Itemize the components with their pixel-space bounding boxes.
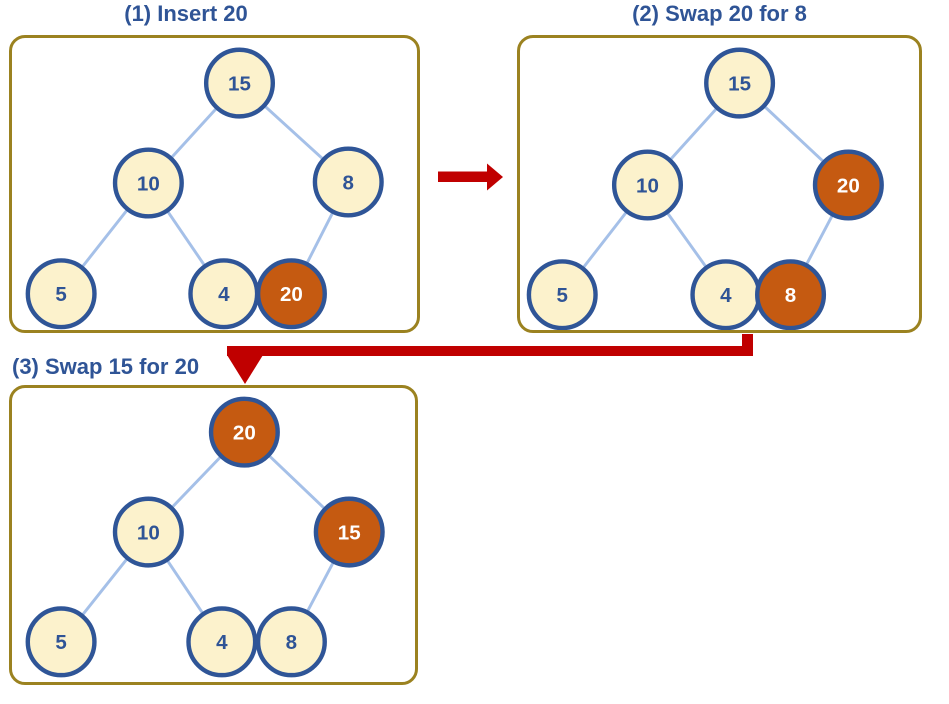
tree-node-label: 15 xyxy=(338,521,361,544)
tree-node-10: 10 xyxy=(611,149,683,221)
tree-node-label: 4 xyxy=(720,284,732,307)
tree-node-label: 10 xyxy=(137,521,160,544)
panel-step-2-title: (2) Swap 20 for 8 xyxy=(632,1,807,26)
panel-step-2-box: 15 10 20 5 4 8 xyxy=(517,35,922,333)
tree-node-20-highlighted: 20 xyxy=(208,396,280,468)
tree-node-10: 10 xyxy=(112,496,184,568)
tree-node-label: 10 xyxy=(636,174,659,197)
tree-node-15-highlighted: 15 xyxy=(313,496,385,568)
tree-node-20-highlighted: 20 xyxy=(812,149,884,221)
panel-step-2-tree-svg: 15 10 20 5 4 8 xyxy=(526,47,884,330)
tree-node-label: 8 xyxy=(286,631,297,654)
tree-node-8-highlighted: 8 xyxy=(755,259,827,330)
tree-node-5: 5 xyxy=(526,259,598,330)
tree-node-20-highlighted: 20 xyxy=(255,258,327,330)
tree-node-label: 5 xyxy=(55,631,66,654)
tree-node-label: 20 xyxy=(233,422,256,445)
tree-node-4: 4 xyxy=(188,258,260,330)
tree-node-label: 10 xyxy=(137,172,160,195)
tree-node-10: 10 xyxy=(112,147,184,219)
panel-step-1-title: (1) Insert 20 xyxy=(124,1,248,26)
tree-node-label: 15 xyxy=(728,72,751,95)
tree-node-8: 8 xyxy=(255,606,327,678)
panel-step-3-box: 20 10 15 5 4 8 xyxy=(9,385,418,685)
tree-node-8: 8 xyxy=(312,146,384,218)
panel-step-1-tree-svg: 15 10 8 5 4 20 xyxy=(25,47,384,330)
arrow-step1-to-step2 xyxy=(438,163,503,191)
tree-node-15: 15 xyxy=(203,47,276,119)
tree-node-label: 8 xyxy=(785,284,796,307)
tree-node-5: 5 xyxy=(25,606,97,678)
tree-node-label: 20 xyxy=(837,174,860,197)
tree-node-label: 5 xyxy=(557,284,568,307)
panel-step-3-tree-svg: 20 10 15 5 4 8 xyxy=(25,396,385,678)
tree-node-label: 4 xyxy=(216,631,228,654)
tree-node-label: 15 xyxy=(228,72,251,95)
tree-node-label: 5 xyxy=(55,283,66,306)
panel-step-1-box: 15 10 8 5 4 20 xyxy=(9,35,420,333)
tree-node-15: 15 xyxy=(704,47,776,119)
arrow-step2-to-step3 xyxy=(227,334,753,384)
tree-node-label: 4 xyxy=(218,283,230,306)
panel-step-3-title: (3) Swap 15 for 20 xyxy=(12,354,200,379)
tree-node-5: 5 xyxy=(25,258,97,330)
tree-node-4: 4 xyxy=(186,606,258,678)
tree-node-label: 8 xyxy=(343,171,354,194)
tree-node-4: 4 xyxy=(690,259,762,330)
tree-node-label: 20 xyxy=(280,283,303,306)
